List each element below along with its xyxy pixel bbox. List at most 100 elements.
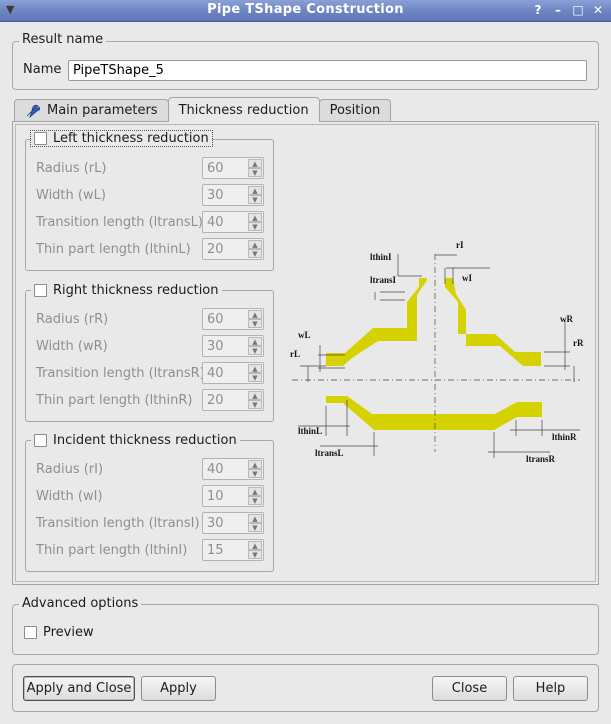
thickness-diagram: lthinI rI ltransI wI wL rL wR rR lthinL … xyxy=(290,240,584,464)
spin-up-icon[interactable]: ▲ xyxy=(248,159,262,168)
preview-label: Preview xyxy=(43,625,94,640)
incident-width-label: Width (wI) xyxy=(36,489,103,504)
spin-down-icon[interactable]: ▼ xyxy=(248,469,262,478)
left-transition-spinbox[interactable]: 40▲▼ xyxy=(202,211,264,233)
right-thickness-checkbox[interactable] xyxy=(34,284,47,297)
right-thin-label: Thin part length (lthinR) xyxy=(36,393,193,408)
diagram-upper-right-wall xyxy=(445,278,541,366)
left-radius-label: Radius (rL) xyxy=(36,161,107,176)
label-ltransR: ltransR xyxy=(526,454,556,464)
app-icon: ▼ xyxy=(6,3,15,16)
tab-position-label: Position xyxy=(329,103,381,118)
spin-down-icon[interactable]: ▼ xyxy=(248,195,262,204)
diagram-upper-left-wall xyxy=(326,278,427,366)
label-lthinL: lthinL xyxy=(298,426,322,436)
incident-radius-spinbox[interactable]: 40▲▼ xyxy=(202,458,264,480)
spin-up-icon[interactable]: ▲ xyxy=(248,240,262,249)
left-width-spinbox[interactable]: 30▲▼ xyxy=(202,184,264,206)
label-ltransI: ltransI xyxy=(370,275,397,285)
name-label: Name xyxy=(23,62,62,77)
wrench-icon xyxy=(26,104,41,118)
result-name-legend: Result name xyxy=(19,32,107,47)
label-lthinI: lthinI xyxy=(370,252,392,262)
right-width-spinbox[interactable]: 30▲▼ xyxy=(202,335,264,357)
left-thickness-label: Left thickness reduction xyxy=(53,131,209,146)
spin-up-icon[interactable]: ▲ xyxy=(248,391,262,400)
help-button[interactable]: Help xyxy=(513,676,588,701)
apply-button[interactable]: Apply xyxy=(141,676,216,701)
spin-down-icon[interactable]: ▼ xyxy=(248,249,262,258)
incident-thin-spinbox[interactable]: 15▲▼ xyxy=(202,539,264,561)
tab-thickness-reduction-label: Thickness reduction xyxy=(178,102,309,118)
right-transition-spinbox[interactable]: 40▲▼ xyxy=(202,362,264,384)
panel-inner-frame xyxy=(15,124,596,582)
label-rI: rI xyxy=(456,240,464,250)
incident-thickness-checkbox[interactable] xyxy=(34,434,47,447)
spin-up-icon[interactable]: ▲ xyxy=(248,514,262,523)
incident-transition-spinbox[interactable]: 30▲▼ xyxy=(202,512,264,534)
right-radius-label: Radius (rR) xyxy=(36,312,109,327)
left-thin-label: Thin part length (lthinL) xyxy=(36,242,191,257)
title-bar: ▼ Pipe TShape Construction ? – □ ✕ xyxy=(0,0,611,22)
left-radius-spinbox[interactable]: 60▲▼ xyxy=(202,157,264,179)
spin-up-icon[interactable]: ▲ xyxy=(248,364,262,373)
incident-width-spinbox[interactable]: 10▲▼ xyxy=(202,485,264,507)
spin-up-icon[interactable]: ▲ xyxy=(248,487,262,496)
close-icon[interactable]: ✕ xyxy=(592,3,604,17)
advanced-options-legend: Advanced options xyxy=(19,596,142,611)
tab-thickness-reduction[interactable]: Thickness reduction xyxy=(167,97,320,122)
minimize-icon[interactable]: – xyxy=(555,3,561,17)
help-icon[interactable]: ? xyxy=(534,3,542,17)
preview-checkbox[interactable] xyxy=(24,626,37,639)
label-rL: rL xyxy=(290,349,300,359)
spin-down-icon[interactable]: ▼ xyxy=(248,168,262,177)
label-wI: wI xyxy=(462,273,472,283)
left-width-label: Width (wL) xyxy=(36,188,106,203)
label-lthinR: lthinR xyxy=(552,432,577,442)
incident-thickness-label: Incident thickness reduction xyxy=(53,433,237,448)
spin-down-icon[interactable]: ▼ xyxy=(248,319,262,328)
spin-up-icon[interactable]: ▲ xyxy=(248,337,262,346)
button-bar xyxy=(12,664,599,712)
close-button[interactable]: Close xyxy=(432,676,507,701)
preview-row[interactable]: Preview xyxy=(24,625,94,640)
left-thickness-checkbox[interactable] xyxy=(34,132,47,145)
spin-up-icon[interactable]: ▲ xyxy=(248,213,262,222)
right-thickness-label: Right thickness reduction xyxy=(53,283,219,298)
tab-main-parameters-label: Main parameters xyxy=(47,103,158,118)
spin-up-icon[interactable]: ▲ xyxy=(248,186,262,195)
incident-transition-label: Transition length (ltransI) xyxy=(36,516,200,531)
left-thickness-title[interactable]: Left thickness reduction xyxy=(30,130,213,147)
spin-down-icon[interactable]: ▼ xyxy=(248,373,262,382)
thickness-reduction-panel xyxy=(12,121,599,585)
diagram-bottom-wall xyxy=(326,396,542,430)
window-title: Pipe TShape Construction xyxy=(207,2,404,17)
name-input[interactable] xyxy=(68,60,587,81)
incident-thickness-title[interactable]: Incident thickness reduction xyxy=(31,433,240,448)
spin-down-icon[interactable]: ▼ xyxy=(248,496,262,505)
spin-up-icon[interactable]: ▲ xyxy=(248,310,262,319)
tab-bar: Main parameters Thickness reduction Posi… xyxy=(14,97,392,122)
spin-down-icon[interactable]: ▼ xyxy=(248,523,262,532)
result-name-group xyxy=(12,41,599,90)
label-wR: wR xyxy=(560,314,573,324)
spin-down-icon[interactable]: ▼ xyxy=(248,550,262,559)
right-thin-spinbox[interactable]: 20▲▼ xyxy=(202,389,264,411)
right-thickness-title[interactable]: Right thickness reduction xyxy=(31,283,222,298)
incident-thin-label: Thin part length (lthinI) xyxy=(36,543,188,558)
tab-position[interactable]: Position xyxy=(318,99,392,121)
tab-main-parameters[interactable]: Main parameters xyxy=(14,99,169,121)
spin-up-icon[interactable]: ▲ xyxy=(248,541,262,550)
right-transition-label: Transition length (ltransR) xyxy=(36,366,205,381)
spin-down-icon[interactable]: ▼ xyxy=(248,346,262,355)
right-width-label: Width (wR) xyxy=(36,339,108,354)
left-thin-spinbox[interactable]: 20▲▼ xyxy=(202,238,264,260)
label-wL: wL xyxy=(298,330,311,340)
incident-radius-label: Radius (rI) xyxy=(36,462,104,477)
apply-and-close-button[interactable]: Apply and Close xyxy=(23,676,135,701)
spin-up-icon[interactable]: ▲ xyxy=(248,460,262,469)
maximize-icon[interactable]: □ xyxy=(572,3,584,17)
spin-down-icon[interactable]: ▼ xyxy=(248,400,262,409)
spin-down-icon[interactable]: ▼ xyxy=(248,222,262,231)
right-radius-spinbox[interactable]: 60▲▼ xyxy=(202,308,264,330)
